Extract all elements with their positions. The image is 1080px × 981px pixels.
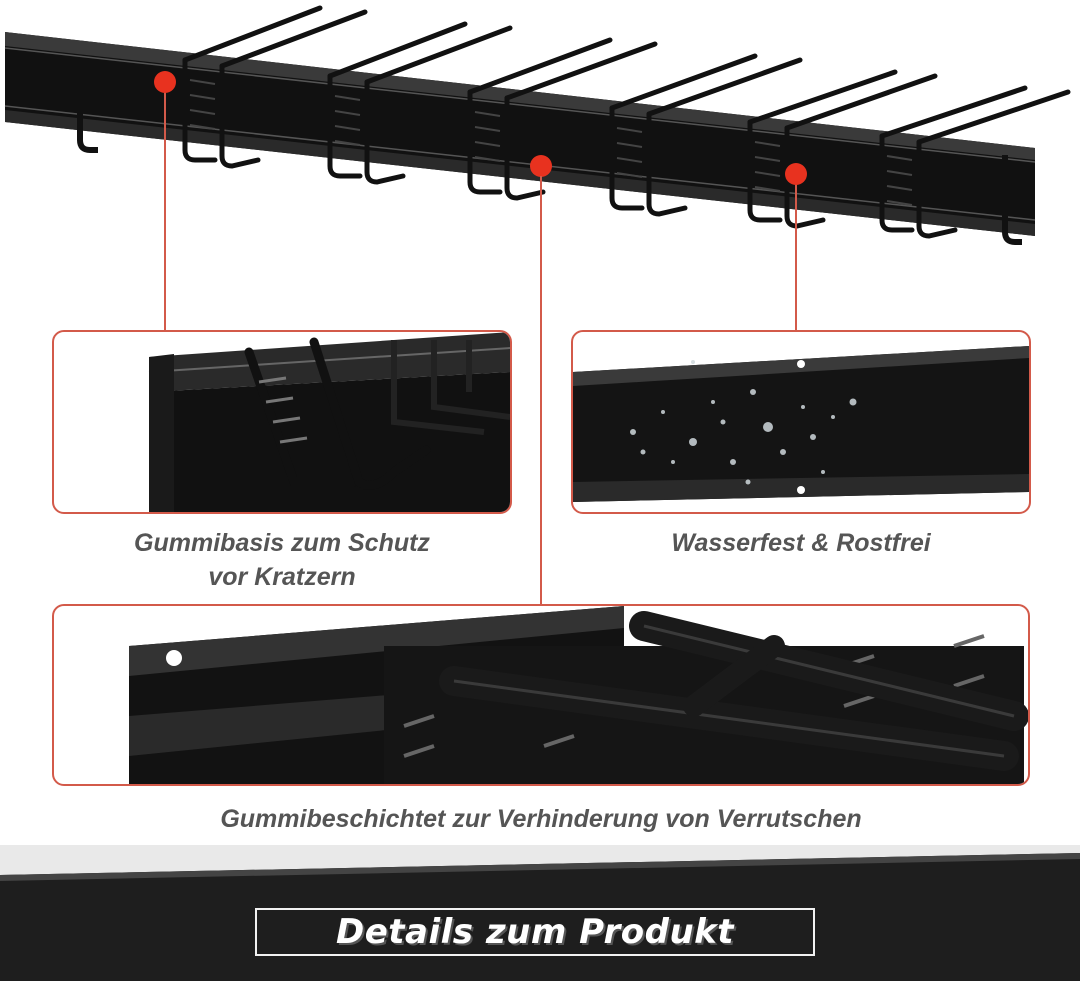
rubber-coated-detail-panel: [52, 604, 1030, 786]
waterproof-caption: Wasserfest & Rostfrei: [671, 529, 931, 557]
callout-marker: [154, 71, 176, 93]
footer-title: Details zum Produkt: [335, 912, 735, 952]
rubber-base-caption: Gummibasis zum Schutz vor Kratzern: [52, 526, 512, 594]
rubber-coated-caption: Gummibeschichtet zur Verhinderung von Ve…: [220, 805, 862, 833]
rubber-base-caption-line2: vor Kratzern: [208, 563, 356, 591]
rack-overview-image: [4, 5, 1071, 330]
footer-title-box: Details zum Produkt: [255, 908, 815, 956]
rubber-base-caption-line1: Gummibasis zum Schutz: [134, 529, 430, 557]
callout-leader-line: [540, 176, 542, 604]
waterproof-detail-panel: [571, 330, 1031, 514]
callout-marker: [785, 163, 807, 185]
waterproof-closeup-image: [573, 346, 1029, 502]
rubber-base-detail-panel: [52, 330, 512, 514]
footer-stripe: [0, 845, 1080, 881]
rubber-base-closeup-image: [148, 332, 510, 512]
rubber-coated-closeup-image: [129, 606, 1028, 784]
callout-marker: [530, 155, 552, 177]
footer-banner: [0, 845, 1080, 981]
